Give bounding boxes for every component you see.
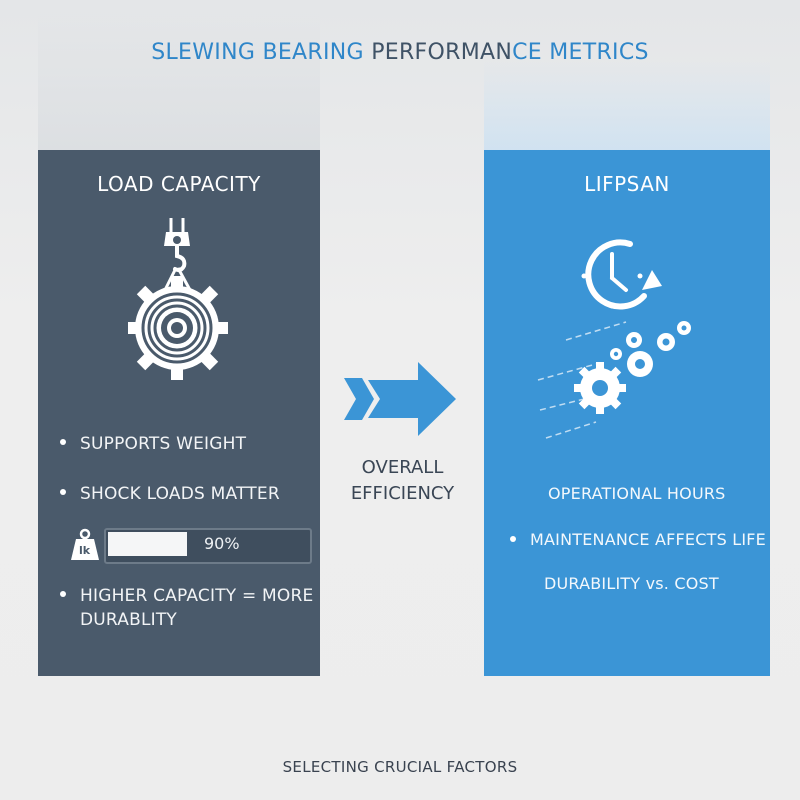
bullet-dot xyxy=(60,439,66,445)
bullet-dot xyxy=(60,489,66,495)
weight-icon-label: lk xyxy=(79,544,91,557)
left-panel-glow xyxy=(38,0,320,150)
crane-hook-gear-icon xyxy=(126,216,236,390)
progress-fill xyxy=(108,532,187,556)
bullet-higher-capacity: HIGHER CAPACITY = MORE DURABLITY xyxy=(60,584,313,632)
gears-icon xyxy=(536,320,706,454)
bullet-text-line1: HIGHER CAPACITY = MORE xyxy=(80,586,314,606)
durability-cost-text: DURABILITY vs. COST xyxy=(544,574,719,593)
bullet-text: MAINTENANCE AFFECTS LIFE xyxy=(530,530,766,549)
load-capacity-panel: LOAD CAPACITY xyxy=(38,150,320,676)
overall-efficiency-label: OVERALL EFFICIENCY xyxy=(325,455,480,507)
bullet-text-line2: DURABLITY xyxy=(80,610,178,630)
title-part-1: SLEWING BEARING xyxy=(151,40,372,65)
right-arrow-icon xyxy=(340,360,460,442)
center-label-line1: OVERALL xyxy=(361,457,444,478)
bullet-maintenance: MAINTENANCE AFFECTS LIFE xyxy=(510,530,766,549)
load-capacity-heading: LOAD CAPACITY xyxy=(97,172,261,196)
bullet-text: SHOCK LOADS MATTER xyxy=(80,484,280,504)
weight-icon xyxy=(70,528,100,566)
bullet-dot xyxy=(510,535,516,542)
operational-hours-text: OPERATIONAL HOURS xyxy=(548,484,726,503)
bullet-dot xyxy=(60,591,66,597)
bullet-supports-weight: SUPPORTS WEIGHT xyxy=(60,434,246,454)
right-panel-glow xyxy=(484,60,770,152)
bullet-shock-loads: SHOCK LOADS MATTER xyxy=(60,484,280,504)
bullet-text: SUPPORTS WEIGHT xyxy=(80,434,247,454)
title-part-3: CE METRICS xyxy=(512,40,649,65)
clock-refresh-icon xyxy=(568,236,678,320)
capacity-progress: lk 90% xyxy=(70,528,312,564)
page-title: SLEWING BEARING PERFORMANCE METRICS xyxy=(0,40,800,65)
center-label-line2: EFFICIENCY xyxy=(350,483,455,504)
title-part-2: PERFORMAN xyxy=(371,40,513,65)
lifespan-panel: LIFPSAN xyxy=(484,150,770,676)
footer-caption: SELECTING CRUCIAL FACTORS xyxy=(282,758,518,776)
progress-label: 90% xyxy=(204,534,240,553)
lifespan-heading: LIFPSAN xyxy=(584,172,670,196)
